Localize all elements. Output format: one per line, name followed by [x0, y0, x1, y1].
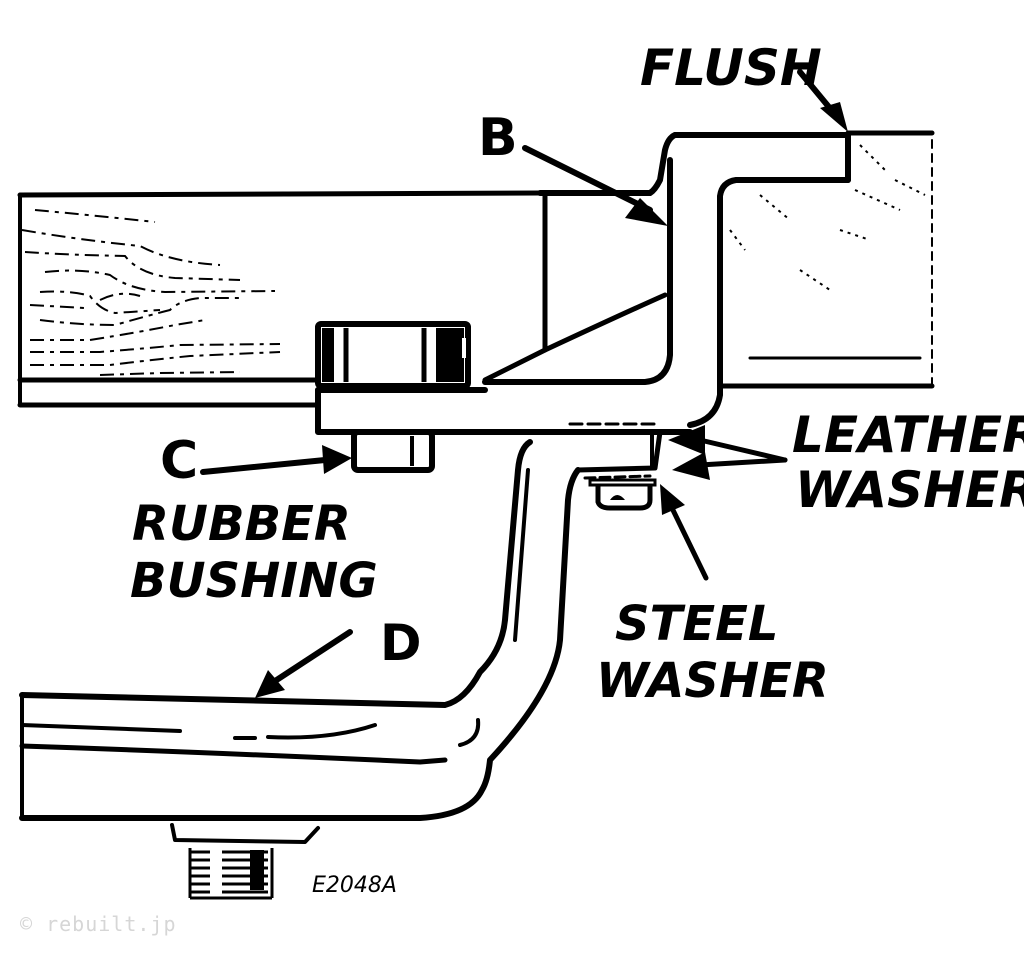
rubber-bushing — [351, 429, 435, 473]
watermark: © rebuilt.jp — [20, 912, 177, 936]
steel-washer — [588, 478, 657, 487]
steel-arrow-line — [669, 505, 709, 581]
wood-frame-right — [717, 130, 935, 389]
upper-nut — [315, 321, 471, 389]
rubber-bushing-assembly — [315, 321, 471, 473]
leather-arrow-upper-line — [697, 437, 788, 463]
lower-nut — [595, 483, 653, 511]
label-d: D — [380, 614, 422, 672]
c-arrow-line — [200, 457, 328, 475]
d-arrowhead — [255, 670, 285, 698]
nut-highlight — [462, 338, 466, 358]
label-bushing: BUSHING — [130, 553, 378, 609]
c-arrowhead — [322, 445, 352, 474]
nut-shade-right — [436, 328, 464, 382]
leather-arrowhead-upper — [668, 425, 705, 455]
b-arrowhead — [625, 198, 668, 226]
arm-d — [19, 429, 663, 900]
label-flush: FLUSH — [640, 39, 822, 97]
label-steel: STEEL — [615, 596, 778, 652]
label-b: B — [478, 108, 518, 168]
threaded-stud — [188, 848, 274, 900]
label-c: C — [160, 431, 198, 491]
label-washers: WASHERS — [795, 461, 1024, 519]
stud-base — [170, 823, 320, 844]
b-arrow-line — [522, 145, 653, 213]
leather-arrow-lower-line — [697, 457, 788, 468]
nut-shade-left — [322, 328, 334, 382]
steel-arrowhead — [660, 484, 685, 515]
label-washer: WASHER — [596, 653, 829, 709]
bracket-b — [315, 132, 851, 435]
nut-dot — [610, 495, 625, 500]
leader-arrows — [200, 69, 848, 698]
wood-grain-left — [21, 209, 281, 376]
d-arrow-line — [269, 629, 353, 686]
wood-grain-right — [729, 144, 926, 291]
label-rubber: RUBBER — [132, 496, 351, 552]
figure-code: E2048A — [312, 873, 397, 898]
leather-arrowhead-lower — [672, 452, 710, 480]
flush-arrowhead — [820, 102, 848, 132]
label-leather: LEATHER — [792, 406, 1024, 464]
wood-frame-left — [17, 190, 543, 408]
